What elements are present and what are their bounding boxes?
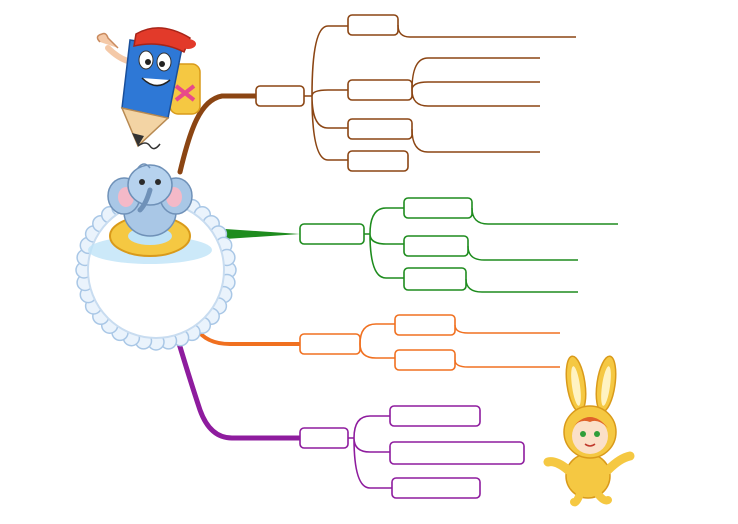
purple-trunk bbox=[175, 337, 303, 441]
orange-trunk bbox=[194, 326, 302, 346]
green-main-node[interactable] bbox=[299, 223, 365, 245]
brown-subnode-2[interactable] bbox=[347, 79, 413, 101]
green-leaf-3 bbox=[465, 278, 578, 293]
brown-subnode-1[interactable] bbox=[347, 14, 399, 36]
purple-subnode-2[interactable] bbox=[389, 441, 525, 465]
green-leaf-2 bbox=[467, 245, 578, 261]
purple-main-node[interactable] bbox=[299, 427, 349, 449]
bunny-child-illustration bbox=[543, 355, 635, 507]
orange-subnode-1[interactable] bbox=[394, 314, 456, 336]
green-branch bbox=[210, 197, 618, 293]
purple-connector bbox=[348, 415, 392, 489]
green-trunk bbox=[210, 228, 300, 240]
orange-branch bbox=[194, 314, 560, 371]
pencil-mascot-illustration bbox=[96, 27, 201, 150]
green-leaf-1 bbox=[471, 207, 618, 225]
elephant-illustration bbox=[88, 163, 212, 264]
green-subnode-3[interactable] bbox=[403, 267, 467, 291]
orange-subnode-2[interactable] bbox=[394, 349, 456, 371]
green-subnode-2[interactable] bbox=[403, 235, 469, 257]
brown-branch bbox=[177, 14, 576, 175]
green-connector bbox=[364, 207, 404, 279]
purple-branch bbox=[175, 337, 525, 499]
orange-connector bbox=[359, 323, 395, 359]
brown-trunk bbox=[177, 93, 259, 175]
purple-subnode-1[interactable] bbox=[389, 405, 481, 427]
green-subnode-1[interactable] bbox=[403, 197, 473, 219]
brown-main-node[interactable] bbox=[255, 85, 305, 107]
brown-leaf-1 bbox=[397, 24, 576, 38]
brown-subnode-4[interactable] bbox=[347, 150, 409, 172]
orange-leaf-2 bbox=[454, 359, 560, 368]
brown-leaf-3 bbox=[411, 128, 540, 153]
brown-leaf-2 bbox=[411, 57, 540, 107]
central-node[interactable] bbox=[75, 163, 237, 351]
orange-leaf-1 bbox=[454, 324, 560, 334]
orange-main-node[interactable] bbox=[299, 333, 361, 355]
purple-subnode-3[interactable] bbox=[391, 477, 481, 499]
brown-subnode-3[interactable] bbox=[347, 118, 413, 140]
brown-connector bbox=[304, 25, 348, 161]
